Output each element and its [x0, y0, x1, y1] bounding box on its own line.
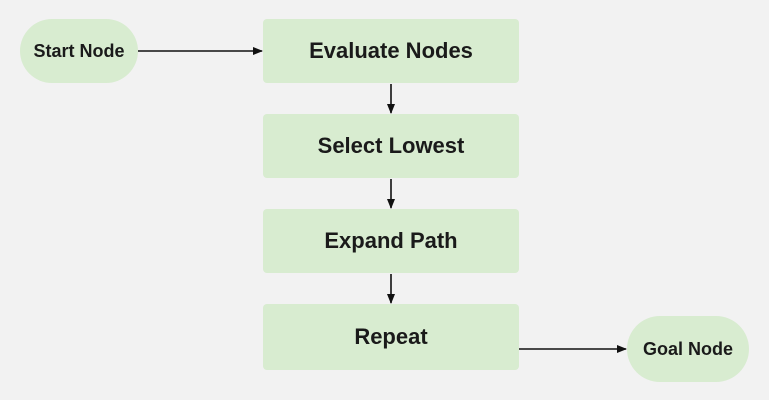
evaluate-nodes-label: Evaluate Nodes	[309, 38, 473, 63]
select-lowest-step: Select Lowest	[263, 114, 519, 178]
evaluate-nodes-step: Evaluate Nodes	[263, 19, 519, 83]
goal-node: Goal Node	[627, 316, 749, 382]
start-node: Start Node	[20, 19, 138, 83]
goal-node-label: Goal Node	[642, 338, 733, 359]
select-lowest-label: Select Lowest	[317, 133, 465, 158]
expand-path-step: Expand Path	[263, 209, 519, 273]
start-node-label: Start Node	[33, 40, 125, 61]
repeat-label: Repeat	[354, 324, 428, 349]
expand-path-label: Expand Path	[324, 228, 458, 253]
repeat-step: Repeat	[263, 304, 519, 370]
